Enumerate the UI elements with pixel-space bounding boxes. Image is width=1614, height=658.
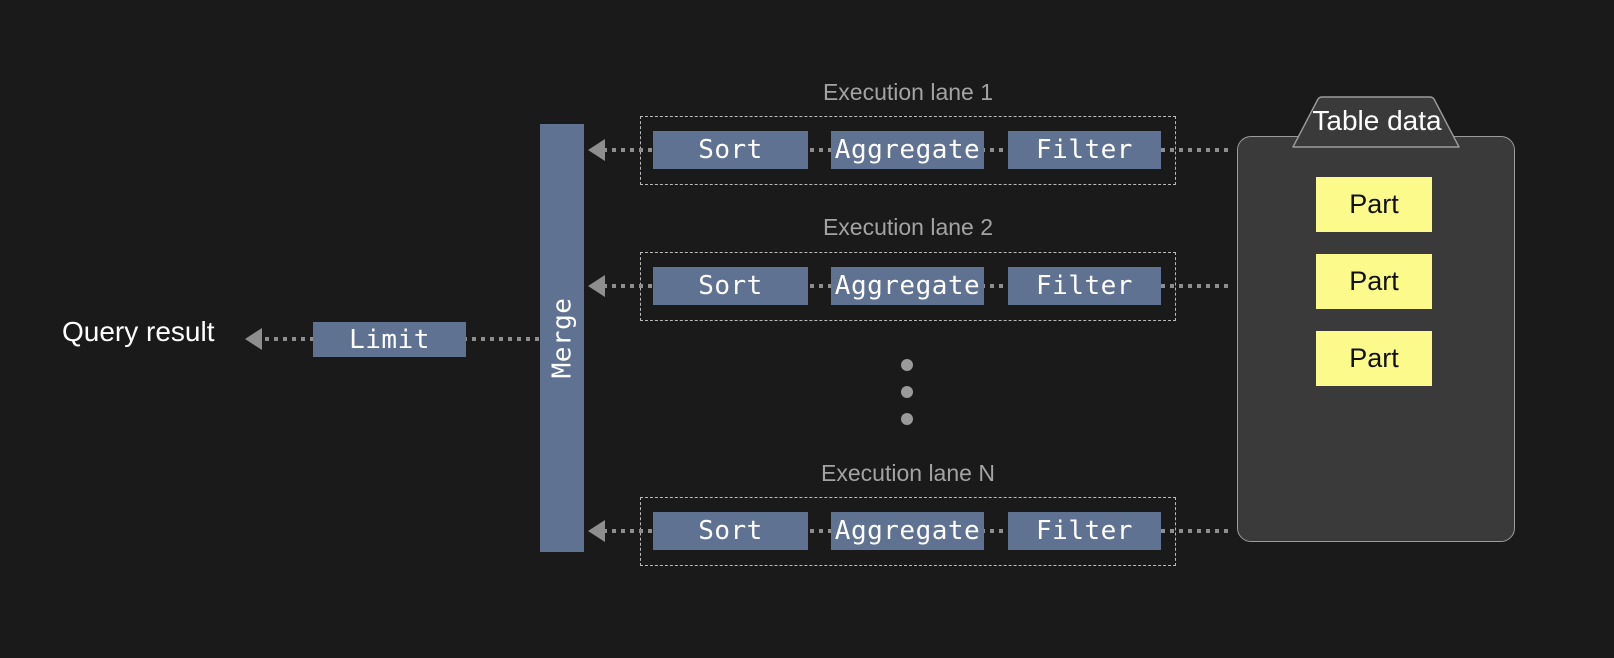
arrow-lane-1-icon xyxy=(588,139,605,161)
part-box[interactable]: Part xyxy=(1316,177,1432,232)
lane-label-2: Execution lane 2 xyxy=(822,214,994,240)
merge-label: Merge xyxy=(547,297,577,379)
operator-filter-lane-n[interactable]: Filter xyxy=(1008,512,1161,550)
query-result-label: Query result xyxy=(62,316,215,347)
operator-sort-lane-1[interactable]: Sort xyxy=(653,131,808,169)
lane-ellipsis-dot xyxy=(901,413,913,425)
operator-sort-lane-2[interactable]: Sort xyxy=(653,267,808,305)
operator-filter-lane-2[interactable]: Filter xyxy=(1008,267,1161,305)
arrow-lane-n-icon xyxy=(588,520,605,542)
lane-ellipsis-dot xyxy=(901,359,913,371)
arrow-to-query-result-icon xyxy=(245,328,262,350)
arrow-lane-2-icon xyxy=(588,275,605,297)
operator-aggregate-lane-2[interactable]: Aggregate xyxy=(831,267,984,305)
operator-aggregate-lane-n[interactable]: Aggregate xyxy=(831,512,984,550)
operator-filter-lane-1[interactable]: Filter xyxy=(1008,131,1161,169)
part-box[interactable]: Part xyxy=(1316,331,1432,386)
operator-limit[interactable]: Limit xyxy=(313,322,466,357)
lane-ellipsis-dot xyxy=(901,386,913,398)
lane-label-n: Execution lane N xyxy=(821,460,995,486)
table-data-tab xyxy=(1292,96,1460,148)
table-data-label: Table data xyxy=(1312,105,1442,136)
operator-sort-lane-n[interactable]: Sort xyxy=(653,512,808,550)
merge-bar[interactable]: Merge xyxy=(540,124,584,552)
operator-aggregate-lane-1[interactable]: Aggregate xyxy=(831,131,984,169)
lane-label-1: Execution lane 1 xyxy=(822,79,994,105)
part-box[interactable]: Part xyxy=(1316,254,1432,309)
